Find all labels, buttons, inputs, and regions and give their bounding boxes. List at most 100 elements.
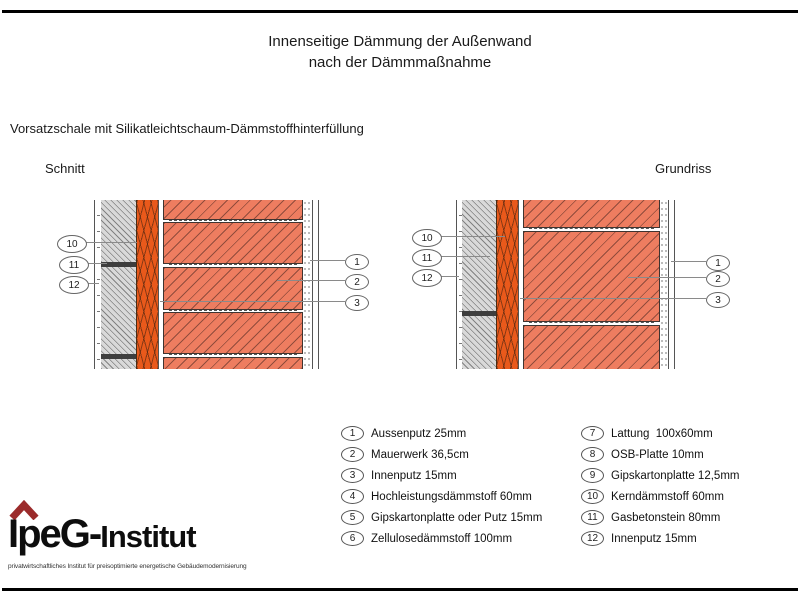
legend-num-3: 3 bbox=[341, 468, 364, 483]
legend-column-left: 1 Aussenputz 25mm 2 Mauerwerk 36,5cm 3 I… bbox=[341, 423, 542, 549]
legend-item-5: 5 Gipskartonplatte oder Putz 15mm bbox=[341, 507, 542, 528]
mortar-joint bbox=[529, 322, 654, 323]
legend-column-right: 7 Lattung 100x60mm 8 OSB-Platte 10mm 9 G… bbox=[581, 423, 739, 549]
gasbeton-joint bbox=[462, 311, 496, 316]
leader-line bbox=[88, 283, 99, 284]
legend-num-1: 1 bbox=[341, 426, 364, 441]
legend-num-7: 7 bbox=[581, 426, 604, 441]
schnitt-drawing bbox=[94, 200, 320, 369]
callout-3: 3 bbox=[345, 295, 369, 311]
schnitt-aussenputz-layer bbox=[303, 200, 313, 369]
legend-label-1: Aussenputz 25mm bbox=[371, 427, 467, 440]
callout-11: 11 bbox=[59, 256, 89, 274]
legend-label-3: Innenputz 15mm bbox=[371, 469, 457, 482]
mortar-joint bbox=[169, 310, 297, 311]
page-title: Innenseitige Dämmung der Außenwand nach … bbox=[0, 31, 800, 73]
title-line-1: Innenseitige Dämmung der Außenwand bbox=[268, 33, 532, 50]
top-rule bbox=[2, 10, 798, 13]
leader-line bbox=[671, 261, 706, 262]
logo-tagline: privatwirtschaftliches Institut für prei… bbox=[8, 563, 247, 570]
callout-2: 2 bbox=[345, 274, 369, 290]
legend-item-6: 6 Zellulosedämmstoff 100mm bbox=[341, 528, 542, 549]
callout-11: 11 bbox=[412, 249, 442, 267]
masonry-block bbox=[523, 325, 660, 369]
masonry-block bbox=[523, 200, 660, 228]
legend-num-9: 9 bbox=[581, 468, 604, 483]
legend-label-10: Kerndämmstoff 60mm bbox=[611, 490, 724, 503]
legend-label-11: Gasbetonstein 80mm bbox=[611, 511, 721, 524]
legend-item-7: 7 Lattung 100x60mm bbox=[581, 423, 739, 444]
mortar-joint bbox=[529, 228, 654, 229]
leader-line bbox=[86, 242, 137, 243]
legend-item-11: 11 Gasbetonstein 80mm bbox=[581, 507, 739, 528]
leader-line bbox=[310, 260, 345, 261]
legend-num-5: 5 bbox=[341, 510, 364, 525]
callout-10: 10 bbox=[57, 235, 87, 253]
legend-item-8: 8 OSB-Platte 10mm bbox=[581, 444, 739, 465]
leader-line bbox=[277, 280, 345, 281]
legend-label-8: OSB-Platte 10mm bbox=[611, 448, 704, 461]
masonry-block bbox=[163, 357, 303, 369]
legend-item-10: 10 Kerndämmstoff 60mm bbox=[581, 486, 739, 507]
legend-label-2: Mauerwerk 36,5cm bbox=[371, 448, 469, 461]
logo-wordmark: IpeG- Institut bbox=[8, 512, 197, 556]
section-view-label: Schnitt bbox=[45, 161, 85, 176]
callout-2: 2 bbox=[706, 271, 730, 287]
masonry-block bbox=[163, 200, 303, 220]
legend-num-10: 10 bbox=[581, 489, 604, 504]
legend-item-4: 4 Hochleistungsdämmstoff 60mm bbox=[341, 486, 542, 507]
mortar-joint bbox=[169, 354, 297, 355]
legend-num-2: 2 bbox=[341, 447, 364, 462]
schnitt-mauerwerk-layer bbox=[163, 200, 303, 369]
masonry-block bbox=[523, 231, 660, 322]
gasbeton-joint bbox=[101, 262, 136, 267]
logo-roof-icon bbox=[9, 500, 39, 520]
gasbeton-joint bbox=[101, 354, 136, 359]
legend-item-3: 3 Innenputz 15mm bbox=[341, 465, 542, 486]
masonry-block bbox=[163, 222, 303, 264]
legend-item-1: 1 Aussenputz 25mm bbox=[341, 423, 542, 444]
logo-text-secondary: Institut bbox=[100, 519, 196, 554]
legend-item-12: 12 Innenputz 15mm bbox=[581, 528, 739, 549]
schnitt-outer-edge-line bbox=[318, 200, 319, 369]
mortar-joint bbox=[169, 220, 297, 221]
legend-num-12: 12 bbox=[581, 531, 604, 546]
legend-item-9: 9 Gipskartonplatte 12,5mm bbox=[581, 465, 739, 486]
legend-num-11: 11 bbox=[581, 510, 604, 525]
grundriss-gasbeton-layer bbox=[462, 200, 496, 369]
schnitt-kerndaemmstoff-layer bbox=[136, 200, 160, 369]
leader-line bbox=[440, 256, 490, 257]
legend-label-9: Gipskartonplatte 12,5mm bbox=[611, 469, 740, 482]
legend-label-12: Innenputz 15mm bbox=[611, 532, 697, 545]
grundriss-aussenputz-layer bbox=[660, 200, 669, 369]
logo-text-primary: IpeG- bbox=[8, 512, 102, 556]
legend-label-7: Lattung 100x60mm bbox=[611, 427, 713, 440]
grundriss-kerndaemmstoff-layer bbox=[496, 200, 520, 369]
legend-num-4: 4 bbox=[341, 489, 364, 504]
title-line-2: nach der Dämmmaßnahme bbox=[308, 54, 492, 71]
leader-line bbox=[88, 263, 107, 264]
legend-label-5: Gipskartonplatte oder Putz 15mm bbox=[371, 511, 543, 524]
callout-3: 3 bbox=[706, 292, 730, 308]
legend-label-4: Hochleistungsdämmstoff 60mm bbox=[371, 490, 532, 503]
callout-10: 10 bbox=[412, 229, 442, 247]
legend-label-6: Zellulosedämmstoff 100mm bbox=[371, 532, 513, 545]
leader-line bbox=[440, 276, 459, 277]
legend-num-6: 6 bbox=[341, 531, 364, 546]
mortar-joint bbox=[169, 264, 297, 265]
legend-num-8: 8 bbox=[581, 447, 604, 462]
leader-line bbox=[440, 236, 505, 237]
masonry-block bbox=[163, 267, 303, 310]
legend-item-2: 2 Mauerwerk 36,5cm bbox=[341, 444, 542, 465]
callout-1: 1 bbox=[706, 255, 730, 271]
callout-1: 1 bbox=[345, 254, 369, 270]
schnitt-gasbeton-layer bbox=[101, 200, 136, 369]
leader-line bbox=[628, 277, 706, 278]
grundriss-mauerwerk-layer bbox=[523, 200, 660, 369]
plan-view-label: Grundriss bbox=[655, 161, 712, 176]
bottom-rule bbox=[2, 588, 798, 591]
callout-12: 12 bbox=[412, 269, 442, 287]
grundriss-drawing bbox=[456, 200, 676, 369]
subtitle: Vorsatzschale mit Silikatleichtschaum-Dä… bbox=[10, 121, 364, 136]
